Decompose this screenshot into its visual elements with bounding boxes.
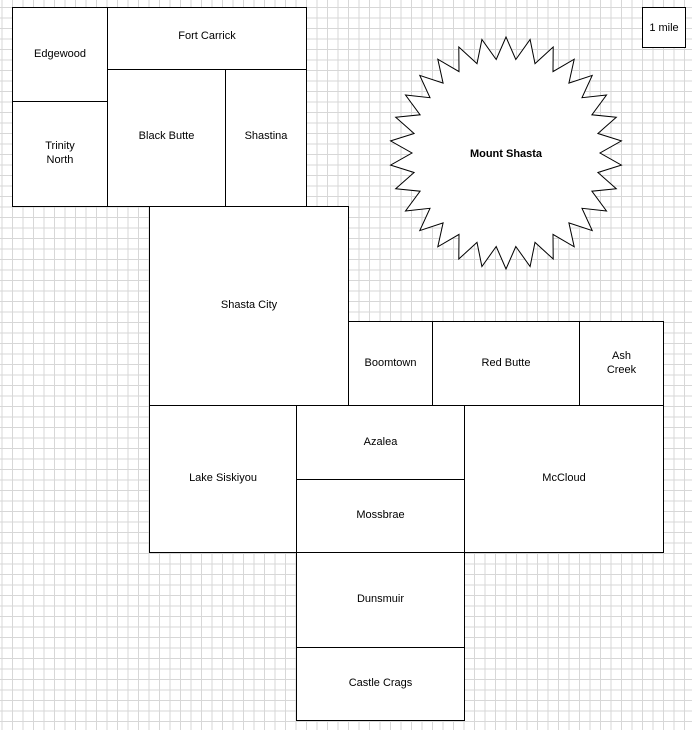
mount-shasta-marker[interactable]: Mount Shasta: [388, 36, 624, 270]
region-label: Red Butte: [481, 356, 531, 369]
region-trinity-north[interactable]: Trinity North: [12, 101, 108, 207]
scale-box: 1 mile: [642, 7, 686, 48]
region-label: Black Butte: [138, 130, 195, 143]
region-lake-siskiyou[interactable]: Lake Siskiyou: [149, 405, 297, 553]
region-boomtown[interactable]: Boomtown: [348, 321, 433, 406]
region-label: Shasta City: [220, 299, 278, 312]
region-label: Mossbrae: [356, 509, 405, 522]
region-label: Dunsmuir: [356, 593, 405, 606]
region-label: Boomtown: [364, 356, 417, 369]
region-label: Trinity North: [45, 140, 75, 166]
region-label: Azalea: [363, 435, 398, 448]
region-shasta-city[interactable]: Shasta City: [149, 206, 349, 406]
region-label: Castle Crags: [348, 677, 413, 690]
scale-label: 1 mile: [649, 21, 679, 34]
region-black-butte[interactable]: Black Butte: [107, 69, 226, 207]
region-mossbrae[interactable]: Mossbrae: [296, 479, 465, 553]
region-label: Fort Carrick: [178, 29, 236, 42]
region-azalea[interactable]: Azalea: [296, 405, 465, 480]
region-label: McCloud: [542, 472, 586, 485]
region-ash-creek[interactable]: Ash Creek: [579, 321, 664, 406]
mountain-label: Mount Shasta: [470, 148, 543, 160]
region-shastina[interactable]: Shastina: [225, 69, 307, 207]
region-fort-carrick[interactable]: Fort Carrick: [107, 7, 307, 70]
mountain-outline-icon: [389, 36, 623, 270]
region-red-butte[interactable]: Red Butte: [432, 321, 580, 406]
region-edgewood[interactable]: Edgewood: [12, 7, 108, 102]
region-castle-crags[interactable]: Castle Crags: [296, 647, 465, 721]
region-dunsmuir[interactable]: Dunsmuir: [296, 552, 465, 648]
region-label: Shastina: [244, 130, 288, 143]
region-label: Ash Creek: [606, 349, 637, 376]
region-label: Lake Siskiyou: [189, 472, 257, 485]
region-mccloud[interactable]: McCloud: [464, 405, 664, 553]
region-label: Edgewood: [34, 47, 86, 60]
